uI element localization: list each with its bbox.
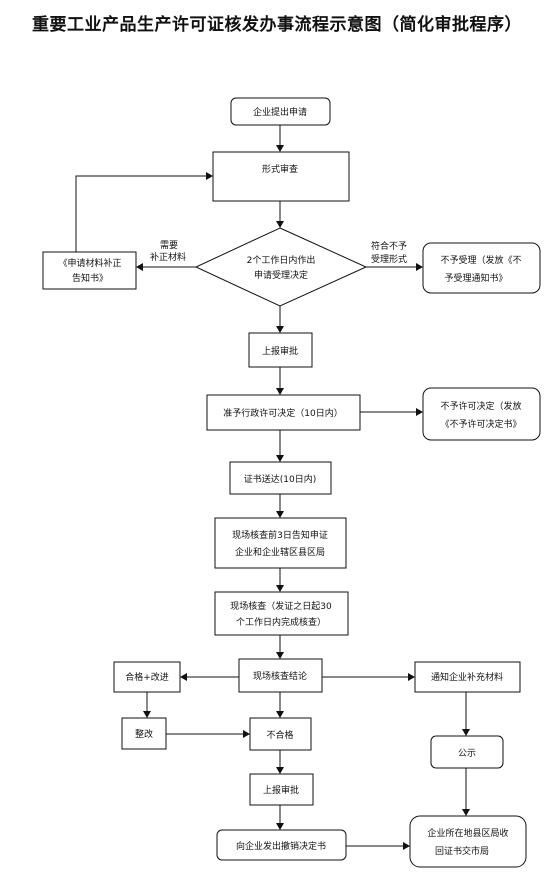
node-fail: 不合格 — [249, 717, 312, 751]
report-approval-1-label: 上报审批 — [262, 345, 298, 357]
decision-label-line2: 申请受理决定 — [254, 269, 308, 281]
node-acceptance-decision: 2个工作日内作出 申请受理决定 — [194, 227, 368, 307]
node-permit-decision: 准予行政许可决定（10日内） — [206, 394, 361, 431]
node-rectify: 整改 — [121, 717, 167, 750]
county-recover-line2: 回证书交市局 — [435, 845, 489, 857]
node-pass-improve: 合格+改进 — [113, 661, 181, 693]
node-county-recover: 企业所在地县区局收 回证书交市局 — [409, 815, 527, 868]
fail-label: 不合格 — [266, 729, 293, 741]
notify-supplement-label: 通知企业补充材料 — [431, 671, 503, 683]
publicize-label: 公示 — [458, 748, 476, 759]
onsite-inspection-line1: 现场核查（发证之日起30 — [230, 600, 332, 612]
no-permit-line2: 《不予许可决定书》 — [440, 418, 521, 430]
node-revoke-decision: 向企业发出撤销决定书 — [216, 829, 347, 861]
node-supplement-notice: 《申请材料补正 告知书》 — [42, 251, 137, 290]
rectify-label: 整改 — [135, 728, 153, 740]
decision-label-line1: 2个工作日内作出 — [247, 254, 316, 266]
node-apply-label: 企业提出申请 — [253, 106, 307, 118]
node-advance-notify: 现场核查前3日告知申证 企业和企业辖区县区局 — [214, 517, 347, 569]
no-permit-line1: 不予许可决定（发放 — [440, 400, 521, 412]
edge-label-need-line1: 需要 — [160, 240, 178, 251]
edge-label-need-line2: 补正材料 — [150, 251, 186, 263]
node-formal-review-label: 形式审查 — [262, 163, 298, 175]
node-onsite-inspection: 现场核查（发证之日起30 个工作日内完成核查） — [214, 591, 349, 636]
revoke-decision-label: 向企业发出撤销决定书 — [236, 840, 326, 852]
report-approval-2-label: 上报审批 — [263, 784, 299, 796]
node-notify-supplement: 通知企业补充材料 — [414, 661, 521, 693]
supplement-notice-line1: 《申请材料补正 — [58, 257, 121, 269]
node-apply: 企业提出申请 — [230, 97, 331, 126]
node-reject-acceptance: 不予受理（发放《不 予受理通知书》 — [422, 242, 541, 294]
node-inspection-result: 现场核查结论 — [238, 658, 323, 693]
node-report-approval-2: 上报审批 — [249, 773, 314, 806]
permit-decision-label: 准予行政许可决定（10日内） — [223, 407, 342, 419]
reject-acceptance-line1: 不予受理（发放《不 — [440, 254, 521, 266]
edge-label-nonconform-line1: 符合不予 — [371, 240, 407, 252]
cert-delivery-label: 证书送达(10日内) — [244, 473, 316, 485]
node-report-approval-1: 上报审批 — [248, 332, 313, 368]
page-title: 重要工业产品生产许可证核发办事流程示意图（简化审批程序） — [32, 15, 522, 35]
supplement-notice-line2: 告知书》 — [72, 272, 108, 284]
edge-labels: 需要 补正材料 符合不予 受理形式 — [150, 240, 407, 265]
connectors — [75, 125, 470, 850]
onsite-inspection-line2: 个工作日内完成核查） — [236, 616, 326, 628]
inspection-result-label: 现场核查结论 — [253, 670, 307, 682]
advance-notify-line1: 现场核查前3日告知申证 — [232, 529, 328, 541]
pass-improve-label: 合格+改进 — [125, 671, 169, 683]
county-recover-line1: 企业所在地县区局收 — [427, 827, 508, 839]
advance-notify-line2: 企业和企业辖区县区局 — [235, 546, 325, 558]
node-cert-delivery: 证书送达(10日内) — [229, 461, 332, 495]
edge-label-nonconform-line2: 受理形式 — [371, 253, 407, 265]
node-publicize: 公示 — [430, 735, 504, 769]
node-no-permit: 不予许可决定（发放 《不予许可决定书》 — [422, 387, 541, 441]
reject-acceptance-line2: 予受理通知书》 — [444, 272, 507, 284]
node-formal-review: 形式审查 — [212, 151, 350, 202]
